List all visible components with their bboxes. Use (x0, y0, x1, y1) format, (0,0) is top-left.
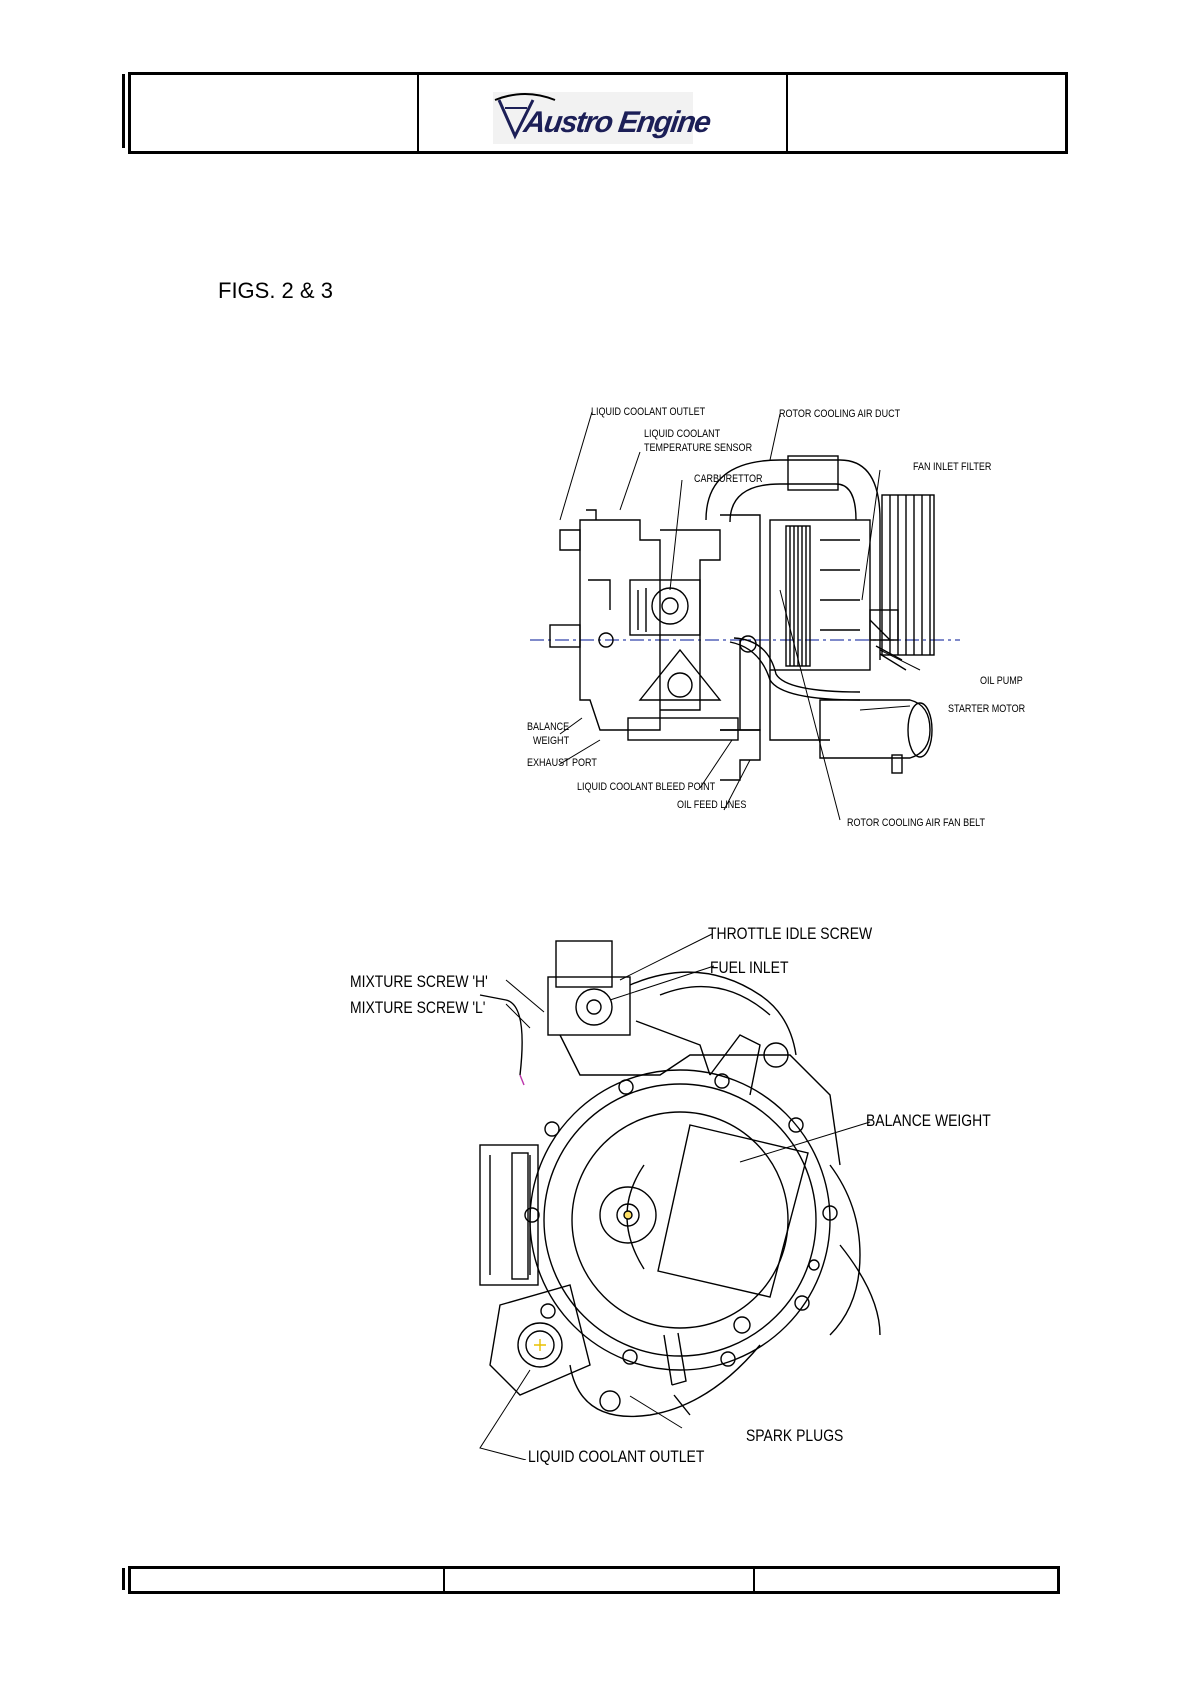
fig3-label-throttle-idle-screw: THROTTLE IDLE SCREW (708, 924, 873, 943)
fig2-label-weight: WEIGHT (533, 735, 570, 747)
fig2-label-liquid-coolant-outlet: LIQUID COOLANT OUTLET (591, 406, 706, 418)
engine-front-view-drawing (479, 940, 881, 1418)
figure3-leader-lines (479, 933, 871, 1460)
fig2-label-rotor-cooling-air-duct: ROTOR COOLING AIR DUCT (779, 408, 901, 420)
figure2-leader-lines (559, 411, 921, 821)
header-left-bar (122, 74, 125, 148)
fig2-label-carburettor: CARBURETTOR (694, 473, 763, 485)
figure-title: FIGS. 2 & 3 (218, 278, 333, 303)
header-cell-left (131, 75, 419, 151)
footer-left-bar (122, 1568, 125, 1590)
fig3-label-mixture-screw-h: MIXTURE SCREW 'H' (350, 972, 488, 991)
fig3-label-spark-plugs: SPARK PLUGS (746, 1426, 844, 1445)
fig3-label-balance-weight: BALANCE WEIGHT (866, 1111, 991, 1130)
fig2-label-oil-feed-lines: OIL FEED LINES (677, 799, 747, 811)
page-header (128, 72, 1068, 154)
footer-cell-center (443, 1569, 755, 1591)
page-footer (128, 1566, 1060, 1594)
fig2-label-exhaust-port: EXHAUST PORT (527, 757, 597, 769)
fig2-label-rotor-cooling-air-fan-belt: ROTOR COOLING AIR FAN BELT (847, 817, 986, 829)
fig2-label-balance: BALANCE (527, 721, 570, 733)
fig3-label-fuel-inlet: FUEL INLET (710, 958, 789, 977)
logo-text: Austro Engine (521, 106, 712, 139)
fig3-label-mixture-screw-l: MIXTURE SCREW 'L' (350, 998, 486, 1017)
fig2-label-oil-pump: OIL PUMP (980, 675, 1023, 687)
fig2-label-temperature-sensor: TEMPERATURE SENSOR (644, 442, 753, 454)
footer-cell-left (131, 1569, 445, 1591)
header-cell-center (417, 75, 788, 151)
fig3-label-liquid-coolant-outlet: LIQUID COOLANT OUTLET (528, 1447, 705, 1466)
fig2-label-liquid-coolant-bleed-point: LIQUID COOLANT BLEED POINT (577, 781, 716, 793)
fig2-label-starter-motor: STARTER MOTOR (948, 703, 1026, 715)
fig2-label-fan-inlet-filter: FAN INLET FILTER (913, 461, 992, 473)
fig2-label-liquid-coolant: LIQUID COOLANT (644, 428, 721, 440)
austro-engine-logo (493, 92, 693, 144)
engine-side-view-drawing (530, 455, 960, 781)
